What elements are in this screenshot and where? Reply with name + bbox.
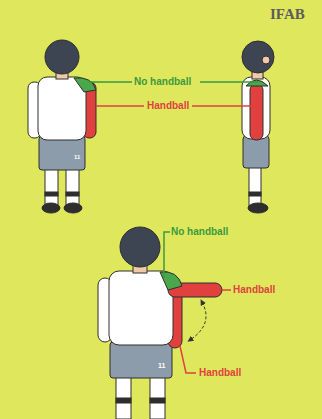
leg [249, 166, 261, 206]
zone-label: Handball [199, 368, 241, 378]
arm-handball-zone [250, 84, 263, 140]
leader-line [192, 105, 256, 107]
sock-band [116, 398, 131, 403]
leg [66, 168, 79, 206]
player-arm-raised [98, 227, 222, 419]
ear [262, 56, 270, 64]
leg [150, 374, 165, 419]
zone-label: No handball [171, 227, 228, 237]
sock-band [45, 192, 58, 196]
leader-line [222, 289, 231, 291]
shorts [39, 136, 85, 170]
movement-arc [190, 302, 206, 340]
shoulder-no-handball-zone [246, 80, 268, 86]
shoe [248, 203, 268, 213]
zone-label: Handball [233, 285, 275, 295]
shirt [242, 77, 270, 139]
sock-band [66, 192, 79, 196]
shirt [109, 271, 173, 345]
shirt [38, 77, 86, 140]
shirt-number: 11 [74, 154, 80, 160]
leader-line [164, 232, 170, 278]
leader-line [200, 81, 258, 83]
shoe [42, 203, 60, 213]
zone-label: No handball [134, 77, 191, 87]
leader-line [180, 346, 196, 373]
shorts [110, 342, 172, 378]
leader-line [90, 81, 132, 83]
logo-text: IFAB [270, 7, 305, 22]
head [120, 227, 160, 267]
player-back-view [28, 40, 96, 213]
leader-line [96, 105, 144, 107]
head [45, 40, 79, 74]
player-side-view [242, 41, 274, 213]
sock-band [150, 398, 165, 403]
sock-band [249, 192, 261, 196]
zone-label: Handball [147, 101, 189, 111]
shoe [64, 203, 82, 213]
leader-lines [164, 232, 231, 373]
leg [116, 374, 131, 419]
shoulder-no-handball-zone [74, 78, 96, 92]
shorts [243, 136, 269, 168]
head [242, 41, 274, 73]
leg [45, 168, 58, 206]
shirt-number: 11 [158, 362, 165, 369]
